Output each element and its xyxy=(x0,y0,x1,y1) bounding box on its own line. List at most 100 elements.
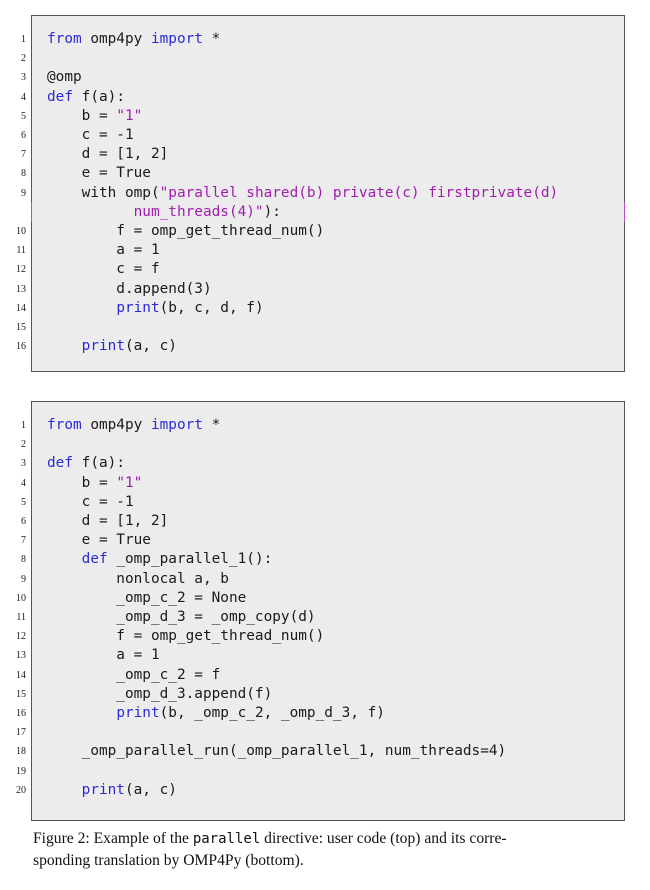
code-line: d = [1, 2] xyxy=(47,145,169,164)
code-token: a = 1 xyxy=(47,647,160,664)
line-number: 20 xyxy=(16,784,26,796)
line-number: 19 xyxy=(16,765,26,777)
keyword-token: def xyxy=(47,88,73,105)
line-number: 2 xyxy=(21,439,26,451)
code-line: e = True xyxy=(47,531,151,550)
code-line: with omp("parallel shared(b) private(c) … xyxy=(47,184,559,203)
line-number: 12 xyxy=(16,631,26,643)
string-token: "parallel shared(b) private(c) firstpriv… xyxy=(159,184,559,201)
code-token: _omp_parallel_1(): xyxy=(107,551,273,568)
keyword-token: import xyxy=(150,31,203,47)
line-number: 11 xyxy=(16,612,26,623)
line-number: 13 xyxy=(16,650,26,662)
code-line: def f(a): xyxy=(47,88,125,107)
code-line: _omp_d_3 = _omp_copy(d) xyxy=(47,608,316,627)
line-number: 7 xyxy=(21,149,26,161)
code-token: a = 1 xyxy=(47,242,160,259)
keyword-token: def xyxy=(81,551,108,568)
caption-code-word: parallel xyxy=(192,831,261,847)
line-number: 7 xyxy=(21,535,26,547)
keyword-token: print xyxy=(116,299,160,316)
code-line: a = 1 xyxy=(47,241,160,260)
line-number: 8 xyxy=(21,168,26,180)
keyword-token: def xyxy=(47,455,73,472)
keyword-token: import xyxy=(150,417,203,433)
code-line: a = 1 xyxy=(47,646,160,665)
line-number: 17 xyxy=(16,727,26,739)
code-line: num_threads(4)"): xyxy=(47,203,281,222)
code-token: b = xyxy=(47,107,117,124)
code-token: e = True xyxy=(47,532,151,549)
line-number: 9 xyxy=(21,187,26,199)
line-number: 1 xyxy=(21,420,26,431)
code-token: (b, _omp_c_2, _omp_d_3, f) xyxy=(159,705,385,721)
wrap-marker-right xyxy=(624,201,625,222)
keyword-token: print xyxy=(116,705,160,721)
code-line: f = omp_get_thread_num() xyxy=(47,627,324,646)
line-number: 14 xyxy=(16,302,26,314)
code-token: b = xyxy=(47,474,117,491)
caption-text-before: Example of the xyxy=(89,830,193,847)
code-line: from omp4py import * xyxy=(47,416,220,435)
code-line: b = "1" xyxy=(47,474,143,493)
code-token: (a, c) xyxy=(124,338,177,355)
line-number: 15 xyxy=(16,688,26,700)
translated-code-listing xyxy=(31,401,625,821)
line-number: 16 xyxy=(16,341,26,353)
code-line: _omp_c_2 = None xyxy=(47,589,246,608)
code-token: f(a): xyxy=(73,455,125,472)
keyword-token: from xyxy=(47,31,82,47)
code-token xyxy=(47,705,116,721)
code-line: from omp4py import * xyxy=(47,30,220,49)
line-number xyxy=(0,203,26,222)
line-number: 18 xyxy=(16,746,26,758)
code-token: c = f xyxy=(47,261,160,278)
code-token: _omp_c_2 = f xyxy=(47,666,221,683)
wrap-marker-left xyxy=(31,201,32,222)
code-token: _omp_parallel_run(_omp_parallel_1, num_t… xyxy=(47,743,507,760)
line-number: 5 xyxy=(21,110,26,122)
code-token: d = [1, 2] xyxy=(47,513,169,529)
code-token: omp4py xyxy=(81,31,151,47)
code-token: f(a): xyxy=(73,88,125,105)
line-number: 12 xyxy=(16,264,26,276)
code-token: * xyxy=(202,417,221,433)
line-number: 6 xyxy=(21,130,26,141)
line-number: 6 xyxy=(21,516,26,527)
line-number: 4 xyxy=(21,91,26,103)
figure-caption: Figure 2: Example of the parallel direct… xyxy=(33,828,628,871)
line-number: 16 xyxy=(16,708,26,719)
code-token: with omp( xyxy=(47,184,160,201)
line-number: 1 xyxy=(21,34,26,45)
code-token: e = True xyxy=(47,165,151,182)
code-token: c = -1 xyxy=(47,493,134,510)
code-token: ): xyxy=(263,203,281,220)
line-number: 15 xyxy=(16,322,26,333)
code-token: * xyxy=(202,31,221,47)
code-line: f = omp_get_thread_num() xyxy=(47,222,324,241)
code-token: (b, c, d, f) xyxy=(159,299,264,316)
code-token: omp4py xyxy=(81,417,151,433)
line-number: 3 xyxy=(21,72,26,84)
code-token xyxy=(47,338,82,354)
code-token: @omp xyxy=(47,69,82,86)
code-line: _omp_parallel_run(_omp_parallel_1, num_t… xyxy=(47,742,507,761)
user-code-listing xyxy=(31,15,625,372)
code-token: c = -1 xyxy=(47,127,134,143)
caption-text-rest: directive: user code (top) and its corre… xyxy=(260,830,507,847)
code-line: d.append(3) xyxy=(47,280,211,299)
line-number: 5 xyxy=(21,496,26,508)
code-line: _omp_c_2 = f xyxy=(47,666,220,685)
code-line: def _omp_parallel_1(): xyxy=(47,550,273,569)
caption-label: Figure 2: xyxy=(33,830,90,847)
code-line: d = [1, 2] xyxy=(47,512,169,531)
string-token: num_threads(4)" xyxy=(47,203,264,220)
line-number: 13 xyxy=(16,283,26,295)
code-token: _omp_d_3 = _omp_copy(d) xyxy=(47,609,316,625)
code-line: nonlocal a, b xyxy=(47,570,229,589)
code-token: (a, c) xyxy=(124,781,177,798)
code-line: b = "1" xyxy=(47,107,143,126)
code-token: f = omp_get_thread_num() xyxy=(47,223,325,239)
line-number: 14 xyxy=(16,669,26,681)
code-line: c = f xyxy=(47,260,160,279)
